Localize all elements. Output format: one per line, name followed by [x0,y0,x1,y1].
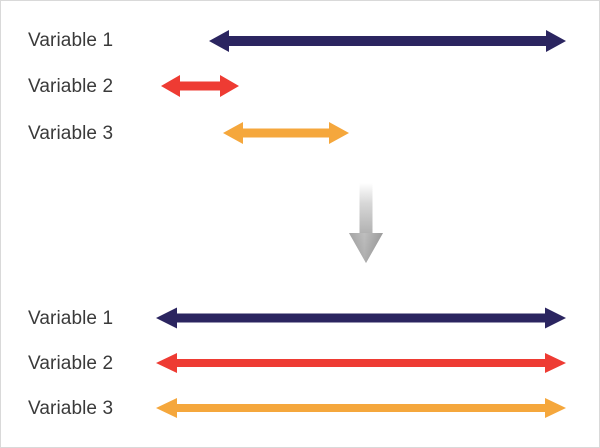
label-after-variable-2: Variable 2 [28,353,114,374]
double-arrow-orange-icon [156,398,566,418]
arrow-before-variable-2 [161,72,239,102]
double-arrow-red-icon [156,353,566,373]
label-before-variable-3: Variable 3 [28,123,114,144]
row-before-variable-2: Variable 2 [1,64,599,110]
label-before-variable-2: Variable 2 [28,76,114,97]
row-after-variable-3: Variable 3 [1,386,599,432]
arrow-before-variable-1 [209,26,566,56]
arrow-after-variable-1 [156,304,566,334]
double-arrow-orange-icon [223,122,349,144]
double-arrow-navy-icon [209,30,566,52]
row-before-variable-3: Variable 3 [1,111,599,157]
panel-after-scaling: Variable 1 Variable 2 Variable 3 [1,291,599,447]
row-after-variable-2: Variable 2 [1,341,599,387]
arrow-after-variable-3 [156,394,566,424]
row-after-variable-1: Variable 1 [1,296,599,342]
double-arrow-navy-icon [156,307,566,329]
panel-before-scaling: Variable 1 Variable 2 Variable 3 [1,1,599,171]
row-before-variable-1: Variable 1 [1,18,599,64]
arrow-after-variable-2 [156,349,566,379]
arrow-before-variable-3 [223,119,349,149]
arrow-down-gradient-icon [349,183,383,263]
label-after-variable-3: Variable 3 [28,398,114,419]
label-after-variable-1: Variable 1 [28,308,114,329]
double-arrow-red-icon [161,75,239,97]
downward-gradient-arrow [341,183,391,267]
label-before-variable-1: Variable 1 [28,30,114,51]
